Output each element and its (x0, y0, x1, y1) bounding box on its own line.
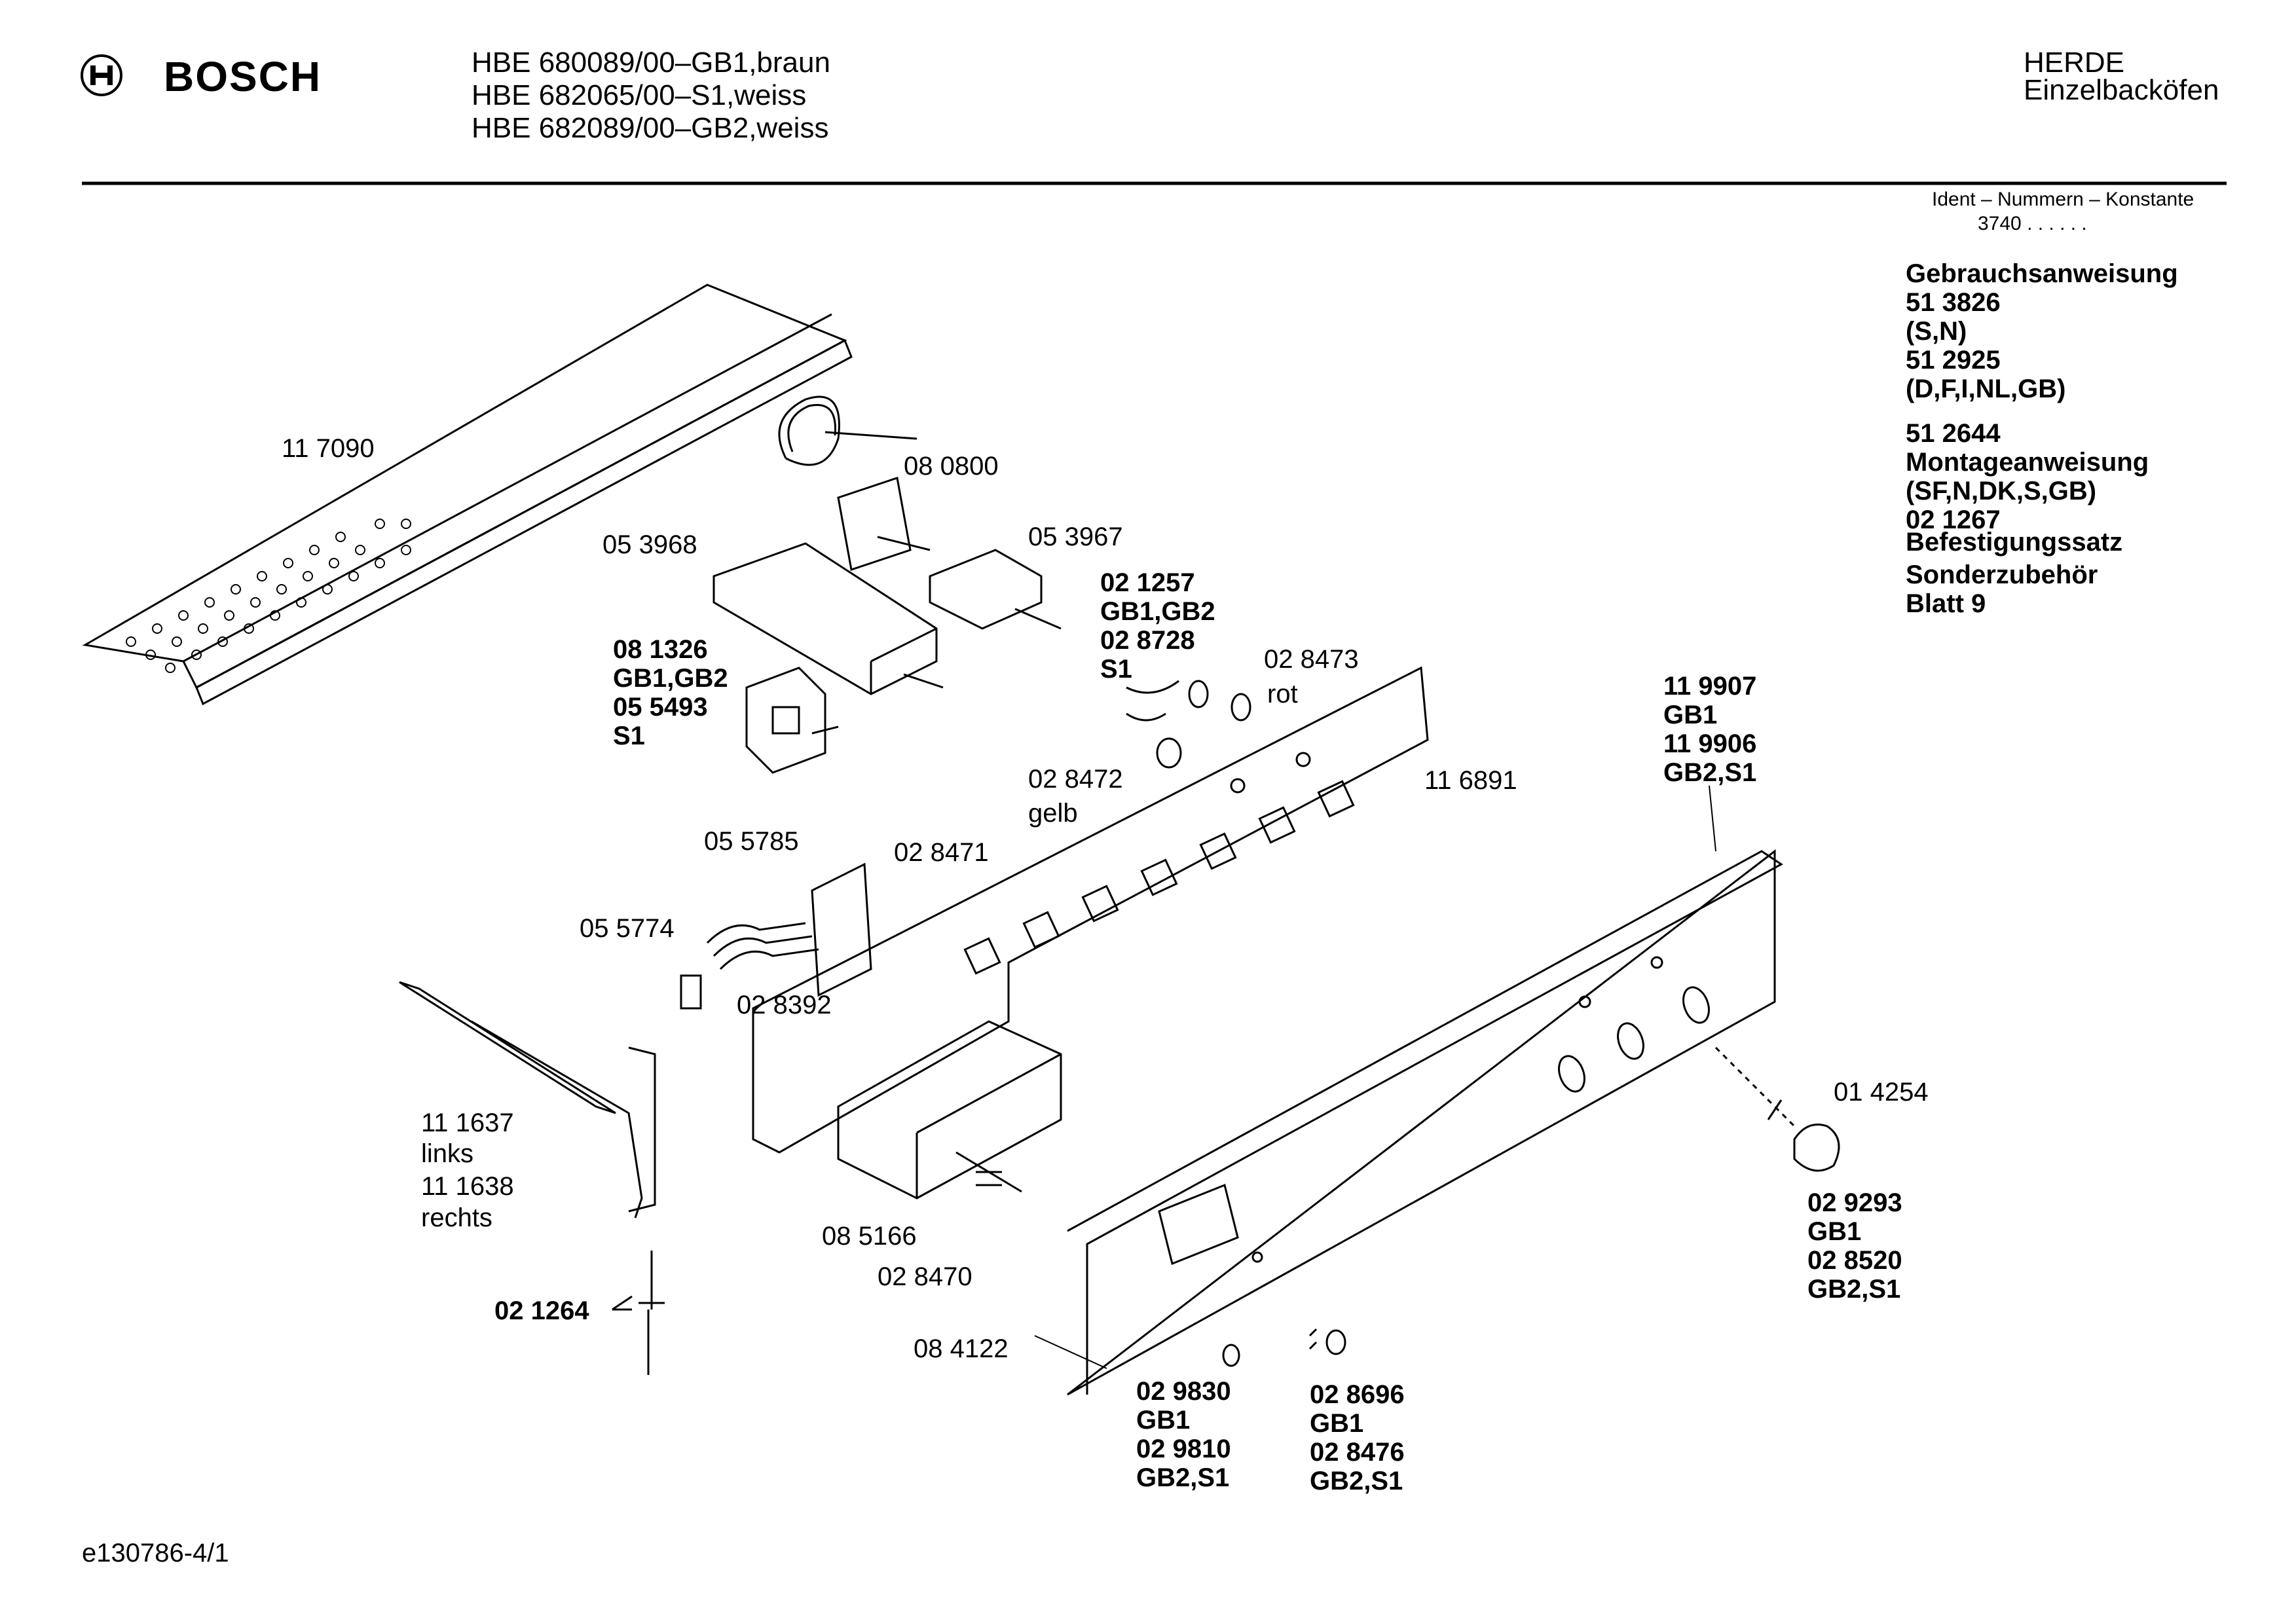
switch-block-053968 (713, 542, 944, 695)
part-111637-side: links (421, 1139, 474, 1168)
timer-with-coil (778, 395, 931, 571)
part-028471: 02 8471 (894, 838, 989, 867)
sidebar-line-12: Blatt 9 (1906, 589, 1986, 618)
sidebar-line-5: (D,F,I,NL,GB) (1906, 375, 2066, 403)
display-module-085166 (837, 1020, 1062, 1200)
subcategory-title: Einzelbacköfen (2024, 74, 2219, 106)
part-029293-variant: GB1 (1807, 1217, 1862, 1246)
part-021264: 02 1264 (494, 1296, 589, 1325)
model-line-2: HBE 682065/00–S1,weiss (472, 79, 807, 111)
drawing-id: e130786-4/1 (82, 1539, 229, 1567)
part-028696-variant: GB1 (1310, 1409, 1364, 1438)
part-080800: 08 0800 (904, 452, 999, 481)
sidebar-line-3: (S,N) (1906, 317, 1967, 346)
ident-label: Ident – Nummern – Konstante (1932, 189, 2194, 210)
part-029810: 02 9810 (1136, 1435, 1231, 1463)
part-111637: 11 1637 (421, 1108, 514, 1137)
part-055493-variant: S1 (613, 722, 645, 750)
part-111638-side: rechts (421, 1203, 492, 1232)
leader-lines (1034, 785, 1716, 1369)
vent-grille (82, 284, 853, 706)
bosch-logo-icon (79, 52, 124, 98)
part-028520: 02 8520 (1807, 1246, 1902, 1275)
part-028472-color: gelb (1028, 799, 1078, 828)
part-081326-variant: GB1,GB2 (613, 664, 728, 693)
part-028728-variant: S1 (1100, 655, 1132, 684)
front-fascia-119907 (1067, 849, 1783, 1396)
part-081326: 08 1326 (613, 635, 708, 664)
part-055785: 05 5785 (704, 827, 799, 856)
part-028476: 02 8476 (1310, 1438, 1405, 1467)
part-053968: 05 3968 (602, 530, 697, 559)
part-021257-variant: GB1,GB2 (1100, 597, 1215, 626)
part-028473-color: rot (1267, 680, 1298, 708)
category-title: HERDE (2024, 46, 2125, 79)
part-055774: 05 5774 (580, 914, 675, 943)
sidebar-line-11: Sonderzubehör (1906, 560, 2098, 589)
part-053967: 05 3967 (1028, 522, 1123, 551)
circuit-board-055785 (680, 862, 872, 1010)
part-028470: 02 8470 (878, 1262, 972, 1291)
indicator-lamps (1126, 680, 1251, 769)
part-029830: 02 9830 (1136, 1377, 1231, 1406)
brand-name: BOSCH (164, 53, 322, 100)
sidebar-line-10: Befestigungssatz (1906, 528, 2123, 557)
panel-frame-116891 (752, 666, 1429, 1154)
part-116891: 11 6891 (1424, 766, 1517, 795)
model-line-1: HBE 680089/00–GB1,braun (472, 46, 830, 79)
part-119907-variant: GB1 (1663, 701, 1718, 729)
part-111638: 11 1638 (421, 1172, 514, 1201)
part-014254: 01 4254 (1834, 1078, 1929, 1107)
part-021257: 02 1257 (1100, 568, 1195, 597)
part-119907: 11 9907 (1663, 672, 1757, 701)
part-117090: 11 7090 (282, 434, 375, 463)
sidebar-line-2: 51 3826 (1906, 288, 2001, 317)
part-084122: 08 4122 (914, 1334, 1009, 1363)
knob-029293 (1714, 1046, 1840, 1172)
sidebar-line-7: Montageanweisung (1906, 448, 2149, 477)
part-029830-variant: GB1 (1136, 1406, 1191, 1435)
screw-021264 (612, 1251, 665, 1375)
part-085166: 08 5166 (822, 1222, 917, 1251)
sidebar-line-6: 51 2644 (1906, 419, 2001, 448)
part-029810-variant: GB2,S1 (1136, 1463, 1230, 1492)
part-055493: 05 5493 (613, 693, 708, 722)
part-028476-variant: GB2,S1 (1310, 1467, 1403, 1495)
mounting-bracket-111637 (399, 981, 656, 1218)
selector-switch-081326 (745, 667, 839, 774)
part-028392: 02 8392 (737, 991, 832, 1019)
part-119906: 11 9906 (1663, 729, 1757, 758)
model-line-3: HBE 682089/00–GB2,weiss (472, 112, 829, 144)
ident-value: 3740 . . . . . . (1978, 213, 2087, 234)
part-028473: 02 8473 (1264, 645, 1359, 674)
sidebar-line-4: 51 2925 (1906, 346, 2001, 375)
switch-053967 (929, 549, 1062, 630)
sidebar-line-1: Gebrauchsanweisung (1906, 259, 2178, 288)
part-028696: 02 8696 (1310, 1380, 1405, 1409)
sidebar-line-8: (SF,N,DK,S,GB) (1906, 477, 2097, 505)
sidebar-line-9: 02 1267 (1906, 505, 2001, 534)
part-028728: 02 8728 (1100, 626, 1195, 655)
small-parts (976, 1171, 1346, 1367)
part-028472: 02 8472 (1028, 765, 1123, 794)
part-029293: 02 9293 (1807, 1188, 1902, 1217)
part-028520-variant: GB2,S1 (1807, 1275, 1901, 1304)
part-119906-variant: GB2,S1 (1663, 758, 1757, 787)
